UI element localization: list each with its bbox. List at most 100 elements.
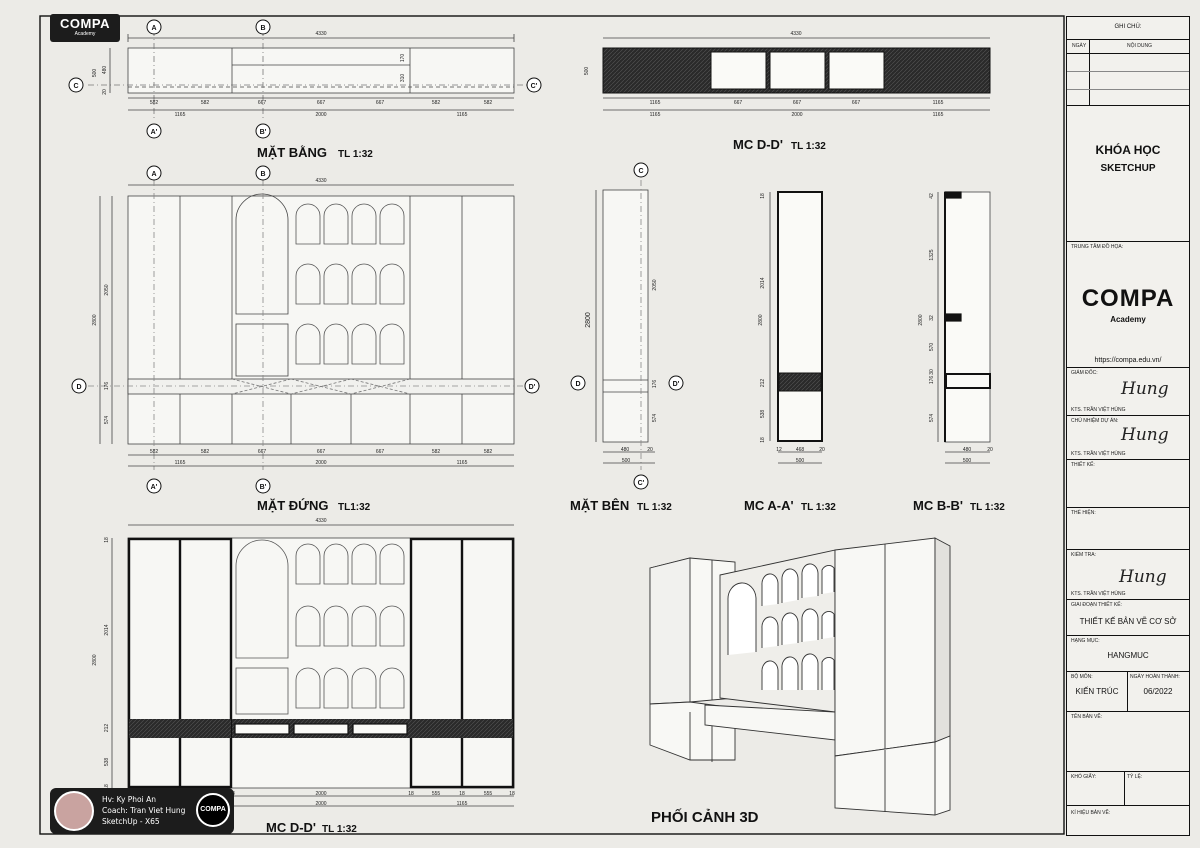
side-dim-20: 20 xyxy=(647,447,653,453)
paper-scale-section: KHỔ GIẤY: TỶ LỆ: xyxy=(1067,771,1189,806)
scale-aa: TL 1:32 xyxy=(801,502,836,513)
plan-dim-582a: 582 xyxy=(150,100,159,106)
plan-marker-b-prime: B' xyxy=(260,129,267,136)
item-section: HẠNG MỤC: HANGMUC xyxy=(1067,635,1189,672)
dd-bot-dim-555a: 555 xyxy=(432,791,441,797)
col-date: NGÀY xyxy=(1072,43,1087,49)
dept-date-section: BỘ MÔN: KIẾN TRÚC NGÀY HOÀN THÀNH: 06/20… xyxy=(1067,671,1189,712)
dd-top-dim-1165d: 1165 xyxy=(933,112,944,118)
side-marker-d-prime: D' xyxy=(673,381,680,388)
elev-dim-1165b: 1165 xyxy=(457,460,468,466)
dd-top-dim-667c: 667 xyxy=(852,100,861,106)
sheet-name-label: TÊN BẢN VẼ: xyxy=(1071,714,1103,720)
bb-dim-32: 32 xyxy=(929,315,935,321)
plan-dim-310: 310 xyxy=(400,74,406,83)
sheet-name-section: TÊN BẢN VẼ: xyxy=(1067,711,1189,772)
plan-dim-500: 500 xyxy=(92,69,98,78)
plan-dim-1165b: 1165 xyxy=(457,112,468,118)
section-dd-bottom-view xyxy=(111,524,515,807)
dd-bot-dim-18b: 18 xyxy=(104,784,110,790)
title-perspective: PHỐI CẢNH 3D xyxy=(651,808,759,826)
pm-section: CHỦ NHIỆM DỰ ÁN: Hung KTS. TRẦN VIỆT HÙN… xyxy=(1067,415,1189,460)
elev-dim-2000: 2000 xyxy=(315,460,326,466)
side-dim-480: 480 xyxy=(621,447,630,453)
student-watermark: Hv: Ky Phoi An Coach: Tran Viet Hung Ske… xyxy=(50,788,234,834)
title-block: GHI CHÚ: NGÀY NỘI DUNG KHÓA HỌC SKETCHUP… xyxy=(1066,16,1190,836)
elev-marker-a-prime: A' xyxy=(151,484,158,491)
aa-dim-2014: 2014 xyxy=(760,277,766,288)
section-aa-view xyxy=(769,191,823,464)
side-marker-c: C xyxy=(638,168,643,175)
phase-value: THIẾT KẾ BẢN VẼ CƠ SỞ xyxy=(1079,617,1177,626)
side-marker-d: D xyxy=(575,381,580,388)
title-bb: MC B-B' xyxy=(913,498,963,513)
side-dim-2050: 2050 xyxy=(652,279,658,290)
col-content: NỘI DUNG xyxy=(1127,43,1152,49)
elev-dim-1165a: 1165 xyxy=(175,460,186,466)
notes-section: GHI CHÚ: NGÀY NỘI DUNG xyxy=(1067,17,1189,106)
title-aa: MC A-A' xyxy=(744,498,794,513)
logo-sub: Academy xyxy=(74,31,96,37)
course-line1: KHÓA HỌC xyxy=(1095,143,1161,157)
bb-dim-500: 500 xyxy=(963,458,972,464)
side-marker-c-prime: C' xyxy=(638,480,645,487)
item-label: HẠNG MỤC: xyxy=(1071,638,1100,644)
plan-marker-b: B xyxy=(260,25,265,32)
side-dim-500: 500 xyxy=(622,458,631,464)
plan-marker-a: A xyxy=(151,25,156,32)
title-plan: MẶT BẰNG xyxy=(257,145,327,160)
scale-dd-bottom: TL 1:32 xyxy=(322,824,357,835)
elev-dim-667c: 667 xyxy=(376,449,385,455)
dd-bot-dim-18d: 18 xyxy=(408,791,414,797)
aa-dim-12: 12 xyxy=(776,447,782,453)
elev-dim-582a: 582 xyxy=(150,449,159,455)
elev-dim-582d: 582 xyxy=(484,449,493,455)
center-section: TRUNG TÂM ĐỒ HỌA: COMPA Academy https://… xyxy=(1067,241,1189,368)
elev-dim-667a: 667 xyxy=(258,449,267,455)
center-logo-sub: Academy xyxy=(1110,315,1146,324)
bb-dim-176: 176 xyxy=(929,376,935,385)
dept-value: KIẾN TRÚC xyxy=(1075,687,1119,696)
design-label: THIẾT KẾ: xyxy=(1071,462,1095,468)
elevation-view xyxy=(88,180,540,470)
plan-dim-667b: 667 xyxy=(317,100,326,106)
scale-plan: TL 1:32 xyxy=(338,149,373,160)
scale-side: TL 1:32 xyxy=(637,502,672,513)
dd-bot-dim-555b: 555 xyxy=(484,791,493,797)
plan-dim-667c: 667 xyxy=(376,100,385,106)
phase-label: GIAI ĐOẠN THIẾT KẾ: xyxy=(1071,602,1122,608)
aa-dim-18b: 18 xyxy=(760,437,766,443)
aa-dim-212: 212 xyxy=(760,379,766,388)
design-section: THIẾT KẾ: xyxy=(1067,459,1189,508)
done-label: NGÀY HOÀN THÀNH: xyxy=(1130,674,1180,680)
elev-marker-a: A xyxy=(151,171,156,178)
website-link[interactable]: https://compa.edu.vn/ xyxy=(1094,357,1162,364)
plan-dim-1165a: 1165 xyxy=(175,112,186,118)
dd-bot-dim-18e: 18 xyxy=(459,791,465,797)
dd-bot-dim-total: 4330 xyxy=(315,518,326,524)
perspective-3d-view xyxy=(649,537,951,816)
dd-top-dim-1165a: 1165 xyxy=(650,100,661,106)
dd-top-dim-2000: 2000 xyxy=(791,112,802,118)
bb-dim-1325: 1325 xyxy=(929,249,935,260)
plan-dim-170: 170 xyxy=(400,54,406,63)
director-section: GIÁM ĐỐC: Hung KTS. TRẦN VIỆT HÙNG xyxy=(1067,367,1189,416)
sheet-border xyxy=(39,15,1065,835)
director-label: GIÁM ĐỐC: xyxy=(1071,370,1098,376)
phase-section: GIAI ĐOẠN THIẾT KẾ: THIẾT KẾ BẢN VẼ CƠ S… xyxy=(1067,599,1189,636)
pm-label: CHỦ NHIỆM DỰ ÁN: xyxy=(1071,418,1119,424)
section-dd-top-view xyxy=(602,37,991,111)
scale-elevation: TL1:32 xyxy=(338,502,371,513)
drawn-section: THỂ HIỆN: xyxy=(1067,507,1189,550)
watermark-line3: SketchUp - X65 xyxy=(102,817,160,826)
dd-bot-dim-212: 212 xyxy=(104,724,110,733)
watermark-logo: COMPA xyxy=(196,793,230,827)
plan-dim-582c: 582 xyxy=(432,100,441,106)
notes-header: GHI CHÚ: xyxy=(1114,24,1142,30)
dd-bot-dim-2014: 2014 xyxy=(104,624,110,635)
elev-dim-582c: 582 xyxy=(432,449,441,455)
plan-dim-480: 480 xyxy=(102,66,108,75)
plan-marker-c: C xyxy=(73,83,78,90)
dd-bot-dim-2800: 2800 xyxy=(92,654,98,665)
item-value: HANGMUC xyxy=(1107,651,1149,660)
